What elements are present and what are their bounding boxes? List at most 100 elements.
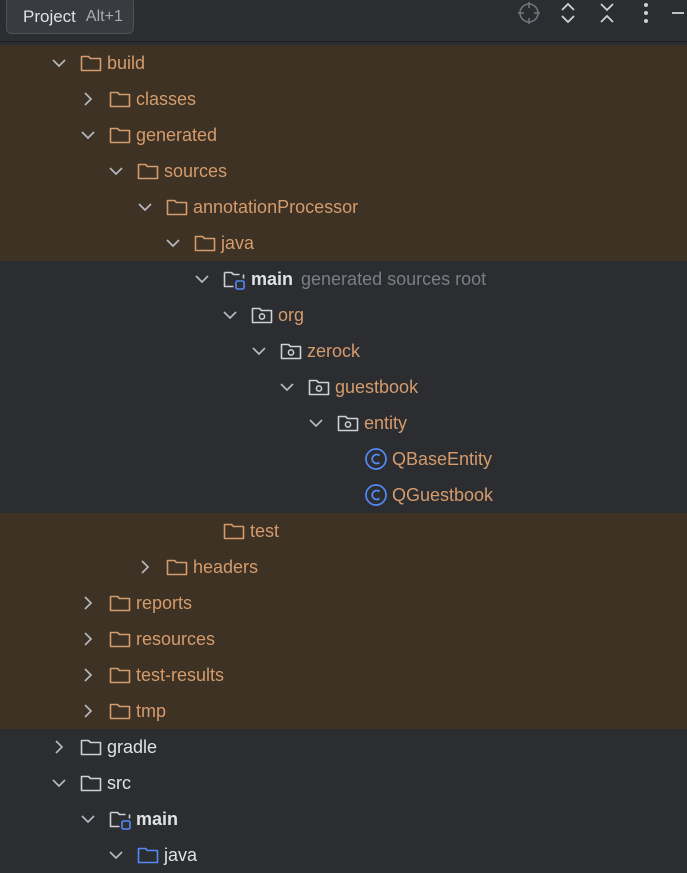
chevron-down-icon[interactable] bbox=[193, 270, 211, 288]
tree-node-label: main bbox=[251, 269, 294, 289]
excluded-folder-icon bbox=[108, 627, 132, 651]
tree-node-label: java bbox=[164, 845, 198, 865]
package-icon bbox=[307, 375, 331, 399]
excluded-folder-icon bbox=[79, 51, 103, 75]
tree-node-label-group: main generated sources root bbox=[251, 269, 486, 289]
chevron-down-icon[interactable] bbox=[50, 54, 68, 72]
chevron-right-icon[interactable] bbox=[79, 702, 97, 720]
excluded-folder-icon bbox=[108, 591, 132, 615]
tree-node-label: zerock bbox=[307, 341, 361, 361]
collapse-all-icon[interactable] bbox=[592, 0, 622, 26]
excluded-folder-icon bbox=[108, 123, 132, 147]
excluded-folder-icon bbox=[136, 159, 160, 183]
package-icon bbox=[336, 411, 360, 435]
tree-node-label: java bbox=[221, 233, 255, 253]
tree-node-label: org bbox=[278, 305, 305, 325]
tree-node-label: QGuestbook bbox=[392, 485, 494, 505]
source-folder-icon bbox=[136, 843, 160, 867]
excluded-folder-icon bbox=[165, 555, 189, 579]
tree-node-label: reports bbox=[136, 593, 193, 613]
tree-node-label: tmp bbox=[136, 701, 167, 721]
tree-node-org[interactable]: org bbox=[0, 297, 687, 333]
tree-node-main-generated[interactable]: main generated sources root bbox=[0, 261, 687, 297]
source-root-hint: generated sources root bbox=[301, 269, 487, 289]
tree-node-gradle[interactable]: gradle bbox=[0, 729, 687, 765]
tree-node-resources[interactable]: resources bbox=[0, 621, 687, 657]
chevron-down-icon[interactable] bbox=[307, 414, 325, 432]
tree-node-guestbook[interactable]: guestbook bbox=[0, 369, 687, 405]
excluded-folder-icon bbox=[108, 699, 132, 723]
tree-node-qguestbook[interactable]: QGuestbook bbox=[0, 477, 687, 513]
excluded-folder-icon bbox=[108, 87, 132, 111]
tree-node-label: main bbox=[136, 809, 179, 829]
more-options-icon[interactable] bbox=[631, 0, 661, 26]
tree-node-label: generated bbox=[136, 125, 218, 145]
source-root-folder-icon bbox=[108, 807, 132, 831]
folder-icon bbox=[79, 771, 103, 795]
project-tree: build classes generated sources annotati… bbox=[0, 45, 687, 873]
tree-node-label: entity bbox=[364, 413, 408, 433]
excluded-folder-icon bbox=[193, 231, 217, 255]
excluded-folder-icon bbox=[222, 519, 246, 543]
chevron-down-icon[interactable] bbox=[250, 342, 268, 360]
chevron-down-icon[interactable] bbox=[221, 306, 239, 324]
tree-node-label: guestbook bbox=[335, 377, 419, 397]
folder-icon bbox=[79, 735, 103, 759]
tree-node-label: src bbox=[107, 773, 131, 793]
tooltip-title: Project bbox=[23, 7, 76, 26]
tree-node-build[interactable]: build bbox=[0, 45, 687, 81]
tree-node-zerock[interactable]: zerock bbox=[0, 333, 687, 369]
chevron-right-icon[interactable] bbox=[79, 594, 97, 612]
tree-node-reports[interactable]: reports bbox=[0, 585, 687, 621]
chevron-right-icon[interactable] bbox=[79, 630, 97, 648]
tree-node-classes[interactable]: classes bbox=[0, 81, 687, 117]
excluded-folder-icon bbox=[165, 195, 189, 219]
tree-node-headers[interactable]: headers bbox=[0, 549, 687, 585]
tree-node-test-results[interactable]: test-results bbox=[0, 657, 687, 693]
package-icon bbox=[250, 303, 274, 327]
tree-node-java-generated[interactable]: java bbox=[0, 225, 687, 261]
tree-node-label: annotationProcessor bbox=[193, 197, 359, 217]
chevron-down-icon[interactable] bbox=[50, 774, 68, 792]
tree-node-entity[interactable]: entity bbox=[0, 405, 687, 441]
class-icon bbox=[364, 447, 388, 471]
tree-node-label: test bbox=[250, 521, 280, 541]
chevron-down-icon[interactable] bbox=[107, 846, 125, 864]
tree-node-label: test-results bbox=[136, 665, 225, 685]
tree-node-generated[interactable]: generated bbox=[0, 117, 687, 153]
expand-all-icon[interactable] bbox=[553, 0, 583, 26]
tree-node-sources[interactable]: sources bbox=[0, 153, 687, 189]
package-icon bbox=[279, 339, 303, 363]
tree-node-label: QBaseEntity bbox=[392, 449, 493, 469]
chevron-down-icon[interactable] bbox=[164, 234, 182, 252]
chevron-down-icon[interactable] bbox=[79, 810, 97, 828]
chevron-down-icon[interactable] bbox=[278, 378, 296, 396]
locate-icon[interactable] bbox=[514, 0, 544, 26]
tree-node-qbaseentity[interactable]: QBaseEntity bbox=[0, 441, 687, 477]
chevron-right-icon[interactable] bbox=[79, 90, 97, 108]
tree-node-src[interactable]: src bbox=[0, 765, 687, 801]
chevron-right-icon[interactable] bbox=[136, 558, 154, 576]
chevron-right-icon[interactable] bbox=[50, 738, 68, 756]
project-tooltip: Project Alt+1 bbox=[6, 0, 134, 34]
tree-node-label: gradle bbox=[107, 737, 158, 757]
minimize-icon[interactable] bbox=[670, 0, 687, 26]
tree-node-java-src[interactable]: java bbox=[0, 837, 687, 873]
excluded-folder-icon bbox=[108, 663, 132, 687]
tree-node-label: build bbox=[107, 53, 146, 73]
tree-node-main-src[interactable]: main bbox=[0, 801, 687, 837]
chevron-down-icon[interactable] bbox=[79, 126, 97, 144]
source-root-folder-icon bbox=[222, 267, 246, 291]
tree-node-label: sources bbox=[164, 161, 228, 181]
chevron-down-icon[interactable] bbox=[107, 162, 125, 180]
tree-node-annotationprocessor[interactable]: annotationProcessor bbox=[0, 189, 687, 225]
tree-node-label: headers bbox=[193, 557, 259, 577]
project-tool-window-header: Project Alt+1 bbox=[0, 0, 687, 42]
tree-node-test-generated[interactable]: test bbox=[0, 513, 687, 549]
chevron-down-icon[interactable] bbox=[136, 198, 154, 216]
chevron-right-icon[interactable] bbox=[79, 666, 97, 684]
class-icon bbox=[364, 483, 388, 507]
tree-node-tmp[interactable]: tmp bbox=[0, 693, 687, 729]
tree-node-label: classes bbox=[136, 89, 197, 109]
tree-node-label: resources bbox=[136, 629, 216, 649]
